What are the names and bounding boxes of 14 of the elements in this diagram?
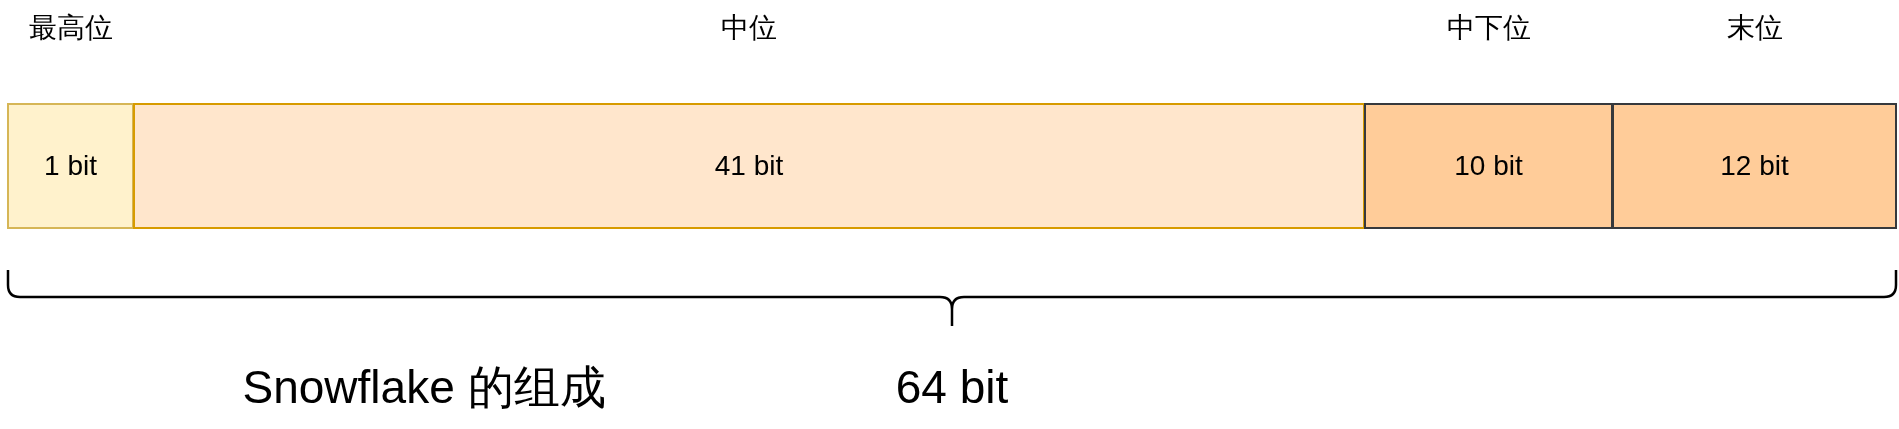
bit-position-label: 末位 [1726,12,1783,45]
bit-position-label: 中位 [721,12,777,45]
bit-count-text: 1 bit [44,149,97,183]
bit-count-text: 41 bit [714,149,784,183]
bit-field-box [1364,103,1613,229]
diagram-caption: Snowflake 的组成 [242,361,606,414]
bit-field-box [7,103,134,229]
total-bits-label: 64 bit [895,361,1009,414]
bit-count-text: 12 bit [1720,149,1789,183]
bit-field-box [133,103,1365,229]
bit-field-box [1612,103,1897,229]
bit-position-label: 最高位 [28,12,113,45]
bit-count-text: 10 bit [1454,149,1523,183]
bit-position-label: 中下位 [1446,12,1531,45]
